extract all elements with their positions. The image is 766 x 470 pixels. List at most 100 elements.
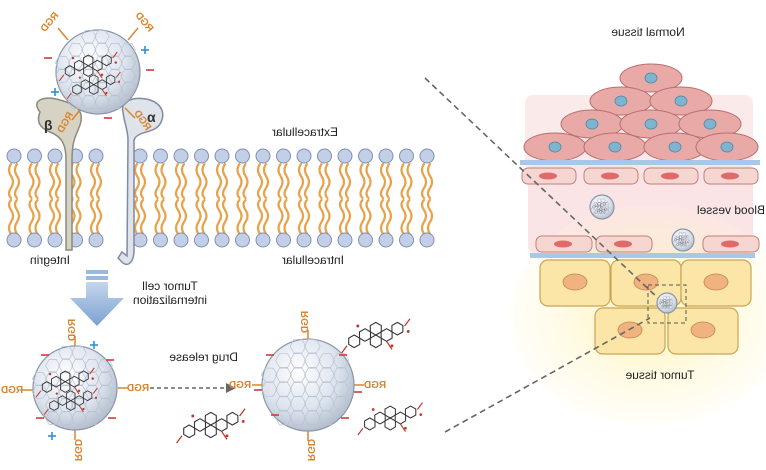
nucleus — [644, 72, 658, 84]
rgd-ligand: RGD — [229, 380, 262, 391]
lipid — [173, 148, 189, 248]
drug-molecule-icon — [176, 408, 246, 444]
lipid-head — [153, 148, 168, 164]
tumor-cell-label-line2: internalization — [132, 293, 208, 307]
rgd-ligand: RGD — [1, 385, 33, 396]
rgd-ligand: RGD — [305, 431, 316, 461]
nucleus — [721, 240, 739, 248]
lipid-head — [317, 148, 332, 164]
endothelial-cell — [595, 235, 653, 253]
nucleus — [562, 273, 588, 291]
vessel-wall-top — [520, 160, 760, 165]
loaded-drug — [35, 367, 95, 398]
rgd-ligand: RGD — [354, 380, 386, 391]
lipid — [153, 148, 168, 248]
normal-cells — [523, 63, 759, 162]
lipid-head — [235, 148, 250, 164]
lipid — [255, 148, 271, 248]
tumor-cell — [539, 259, 611, 307]
lipid-head — [88, 232, 104, 248]
nucleus — [720, 141, 734, 153]
lipid — [358, 148, 373, 248]
drug-release-arrow — [150, 383, 236, 393]
lipid — [47, 148, 63, 248]
lipid-head — [214, 148, 230, 164]
nucleus — [614, 95, 628, 107]
lipid-head — [173, 148, 189, 164]
zoom-line-top — [424, 77, 661, 301]
nucleus — [601, 172, 619, 180]
lipid-head — [296, 148, 312, 164]
lipid — [337, 148, 353, 248]
endothelial-cell — [521, 167, 577, 185]
normal-cell — [643, 132, 707, 162]
normal-cell — [649, 86, 713, 116]
positive-charge — [51, 88, 59, 96]
svg-text:RGD: RGD — [305, 439, 316, 461]
internalized-nanoparticle — [31, 345, 118, 431]
drug-release-label: Drug release — [169, 350, 238, 364]
vessel-endothelium-top — [521, 167, 759, 185]
positive-charge — [48, 432, 56, 440]
lipid-head — [255, 148, 271, 164]
nucleus — [703, 273, 729, 291]
intracellular-label: Intracellular — [281, 253, 344, 267]
positive-charge — [141, 46, 149, 54]
loaded-drug — [657, 298, 672, 306]
loaded-drug — [659, 302, 673, 310]
lipid-head — [255, 232, 271, 248]
endothelial-cell — [703, 167, 759, 185]
nucleus — [554, 240, 572, 248]
nucleus — [585, 118, 599, 130]
lipid — [6, 148, 22, 248]
lipid-head — [378, 232, 394, 248]
lipid-head — [235, 232, 250, 248]
svg-text:RGD: RGD — [67, 319, 78, 341]
normal-cell — [619, 109, 683, 139]
rgd-ligand: RGD — [67, 319, 78, 346]
nucleus — [614, 240, 632, 248]
alpha-label: α — [147, 109, 156, 125]
nucleus — [721, 172, 739, 180]
loaded-drug — [58, 51, 118, 82]
vessel-endothelium-bottom — [535, 235, 760, 253]
integrin-beta-subunit — [36, 97, 82, 251]
svg-text:RGD: RGD — [364, 380, 386, 391]
positive-charge — [90, 341, 98, 349]
lipid — [317, 148, 332, 248]
lipid-head — [419, 232, 435, 248]
lipid-head — [378, 148, 394, 164]
lipid-head — [276, 232, 291, 248]
normal-cell — [583, 132, 647, 162]
svg-text:RGD: RGD — [127, 383, 149, 394]
lipid-head — [47, 232, 63, 248]
svg-text:RGD: RGD — [300, 311, 311, 333]
svg-text:RGD: RGD — [39, 10, 62, 34]
lipid — [296, 148, 312, 248]
cell-membrane — [6, 148, 435, 248]
rgd-ligand: RGD — [127, 10, 155, 41]
lipid — [419, 148, 435, 248]
nucleus — [690, 321, 716, 339]
svg-text:RGD: RGD — [72, 439, 83, 461]
tissue-panel — [424, 63, 766, 433]
nucleus — [633, 273, 659, 291]
lipid-head — [276, 148, 291, 164]
lipid-head — [6, 232, 22, 248]
zoom-box — [647, 284, 687, 324]
lipid-head — [194, 232, 209, 248]
lipid-head — [132, 148, 148, 164]
lipid-head — [296, 232, 312, 248]
lipid-head — [337, 232, 353, 248]
tumor-cell — [667, 307, 739, 355]
lipid — [214, 148, 230, 248]
integrin-receptor-icon — [36, 97, 164, 266]
lipid-head — [317, 232, 332, 248]
small-nanoparticle — [656, 292, 678, 314]
normal-cell — [619, 63, 683, 93]
lipid — [235, 148, 250, 248]
lipid-head — [173, 232, 189, 248]
lipid-head — [47, 148, 63, 164]
extracellular-label: Extracellular — [271, 125, 338, 139]
